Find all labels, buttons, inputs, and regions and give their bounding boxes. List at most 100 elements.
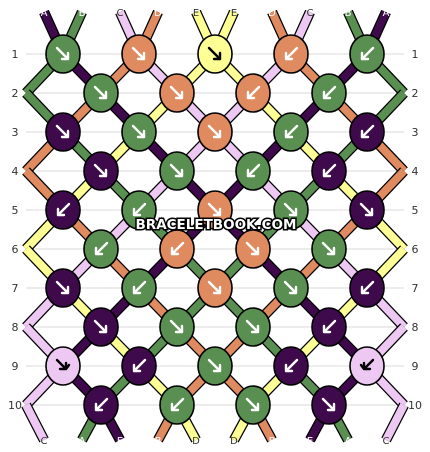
knot	[235, 307, 271, 347]
top-string-letter: D	[268, 8, 276, 19]
row-number-left: 8	[12, 321, 19, 334]
knot	[197, 34, 233, 74]
knot-arrow-icon	[207, 202, 222, 217]
knot	[311, 151, 347, 191]
knot	[121, 268, 157, 308]
knot	[235, 385, 271, 425]
row-number-right: 5	[412, 204, 419, 217]
knot-arrow-icon	[322, 163, 337, 178]
row-number-left: 3	[12, 126, 19, 139]
knot-arrow-icon	[169, 85, 184, 100]
knot	[349, 190, 385, 230]
knot	[45, 268, 81, 308]
knot-arrow-icon	[284, 124, 299, 139]
knot	[83, 151, 119, 191]
knot-arrow-icon	[284, 358, 299, 373]
bottom-string-letter: E	[307, 436, 313, 447]
knot	[45, 190, 81, 230]
knot	[197, 268, 233, 308]
knot	[197, 190, 233, 230]
knot	[273, 346, 309, 386]
knot	[45, 34, 81, 74]
top-string-letter: A	[41, 8, 48, 19]
knot-arrow-icon	[131, 46, 146, 61]
thread-segment	[382, 403, 408, 442]
knot	[159, 151, 195, 191]
knot	[121, 190, 157, 230]
row-number-left: 2	[12, 87, 19, 100]
top-string-letter: A	[383, 8, 390, 19]
knot-arrow-icon	[94, 397, 109, 412]
knot-arrow-icon	[207, 358, 222, 373]
knot	[121, 34, 157, 74]
knot-arrow-icon	[55, 124, 70, 139]
knot	[121, 112, 157, 152]
bottom-string-letter: C	[41, 436, 48, 447]
top-string-letter: D	[154, 8, 162, 19]
row-number-right: 3	[412, 126, 419, 139]
knot-arrow-icon	[207, 280, 222, 295]
knot	[273, 112, 309, 152]
top-string-letter: B	[79, 8, 86, 19]
bottom-string-letter: A	[79, 436, 86, 447]
row-number-right: 1	[412, 48, 419, 61]
row-number-right: 9	[412, 360, 419, 373]
knot	[349, 34, 385, 74]
knot-arrow-icon	[321, 241, 336, 256]
knot	[273, 268, 309, 308]
row-number-right: 10	[408, 399, 422, 412]
bottom-string-letter: B	[269, 436, 276, 447]
knot-arrow-icon	[55, 358, 71, 371]
knot-arrow-icon	[93, 319, 108, 334]
knot	[235, 151, 271, 191]
knot-arrow-icon	[321, 397, 336, 412]
knot-arrow-icon	[245, 241, 260, 256]
knot	[311, 307, 347, 347]
row-number-left: 1	[12, 48, 19, 61]
knot-arrow-icon	[207, 124, 222, 139]
row-number-left: 4	[12, 165, 19, 178]
knot-arrow-icon	[322, 319, 337, 334]
knot	[235, 229, 271, 269]
knot	[159, 307, 195, 347]
knot-arrow-icon	[245, 319, 260, 334]
bottom-string-letter: C	[383, 436, 390, 447]
knot	[311, 385, 347, 425]
knot	[45, 112, 81, 152]
row-number-left: 9	[12, 360, 19, 373]
knot-arrow-icon	[170, 241, 185, 256]
knot	[273, 190, 309, 230]
knot	[197, 346, 233, 386]
knot-arrow-icon	[283, 202, 298, 217]
row-number-left: 7	[12, 282, 19, 295]
knot	[273, 34, 309, 74]
knot-arrow-icon	[170, 397, 185, 412]
knot	[159, 229, 195, 269]
knot-arrow-icon	[55, 46, 70, 61]
row-number-right: 4	[412, 165, 419, 178]
bottom-string-letter: B	[155, 436, 162, 447]
top-string-letter: C	[117, 8, 124, 19]
top-string-letter: B	[345, 8, 352, 19]
knot-arrow-icon	[132, 280, 147, 295]
knot	[83, 73, 119, 113]
knot-arrow-icon	[360, 46, 375, 61]
knot-arrow-icon	[93, 163, 108, 178]
knot	[159, 73, 195, 113]
knot-arrow-icon	[359, 202, 374, 217]
knot-grid	[45, 34, 385, 425]
watermark-text: BRACELETBOOK.COM	[136, 217, 297, 233]
bottom-string-letter: A	[345, 436, 352, 447]
row-number-left: 5	[12, 204, 19, 217]
knot-arrow-icon	[169, 319, 184, 334]
row-number-right: 2	[412, 87, 419, 100]
knot-arrow-icon	[284, 46, 299, 61]
knot	[349, 268, 385, 308]
knot-arrow-icon	[246, 85, 261, 100]
knot	[121, 346, 157, 386]
knot-arrow-icon	[322, 85, 337, 100]
bottom-string-letter: D	[192, 436, 200, 447]
knot-arrow-icon	[132, 358, 147, 373]
